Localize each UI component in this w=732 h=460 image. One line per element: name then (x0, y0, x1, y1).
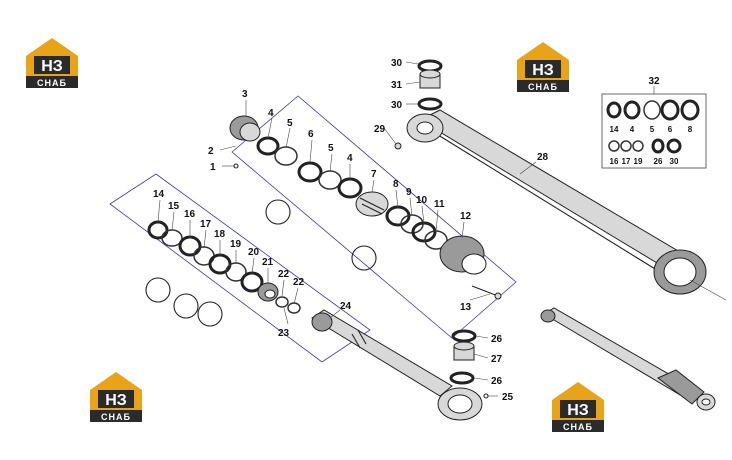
cylinder-barrel (406, 109, 727, 301)
callout-3: 3 (242, 89, 248, 100)
callout-15: 15 (168, 201, 180, 212)
callout-4b: 4 (347, 153, 353, 164)
set-screw-1 (233, 163, 239, 169)
callout-10: 10 (416, 195, 428, 206)
logo-tag: СНАБ (37, 78, 67, 88)
cylinder-head-12 (439, 235, 487, 275)
kit-label: 5 (650, 125, 655, 134)
callout-7: 7 (371, 169, 377, 180)
callout-2: 2 (208, 146, 214, 157)
leader-lines (157, 61, 537, 397)
logo-tag: СНАБ (528, 82, 558, 92)
kit-label: 30 (670, 157, 679, 166)
logo-letters: НЗ (105, 392, 127, 409)
callout-9: 9 (406, 187, 412, 198)
bushing-21 (257, 282, 279, 302)
ring-22b (287, 302, 301, 314)
brand-logo-bottom-right: НЗ СНАБ (552, 382, 604, 432)
callout-1: 1 (210, 162, 216, 173)
ring-5a (274, 146, 298, 166)
kit-label: 16 (610, 157, 619, 166)
callout-16: 16 (184, 209, 196, 220)
ring-14 (147, 220, 169, 240)
seal-30-bottom (417, 97, 443, 111)
callouts: 1 2 3 4 5 6 5 4 7 8 9 10 11 12 13 14 15 … (153, 58, 549, 403)
callout-24: 24 (340, 301, 352, 312)
ring-22a (275, 296, 289, 308)
detail-circle-e (197, 301, 223, 327)
callout-20: 20 (248, 247, 260, 258)
seal-26-bottom (449, 371, 475, 385)
bushing-27 (453, 341, 475, 361)
callout-22a: 22 (278, 269, 290, 280)
callout-13: 13 (460, 302, 472, 313)
logo-letters: НЗ (41, 58, 63, 75)
callout-23: 23 (278, 328, 290, 339)
detail-circle-d (173, 293, 199, 319)
grease-nipple-25 (483, 393, 489, 399)
callout-27: 27 (491, 354, 503, 365)
kit-title: 32 (648, 76, 660, 87)
logo-tag: СНАБ (563, 422, 593, 432)
callout-26a: 26 (491, 334, 503, 345)
callout-4a: 4 (268, 108, 274, 119)
callout-30b: 30 (391, 100, 403, 111)
callout-5b: 5 (328, 143, 334, 154)
piston-group-frame (231, 95, 517, 339)
ring-18 (208, 253, 232, 275)
detail-circle-a (265, 199, 291, 225)
detail-circle-b (351, 245, 377, 271)
bolt-13 (471, 285, 502, 300)
callout-30a: 30 (391, 58, 403, 69)
callout-5a: 5 (287, 118, 293, 129)
detail-circle-c (145, 277, 171, 303)
callout-14: 14 (153, 189, 165, 200)
callout-12: 12 (460, 211, 472, 222)
callout-22b: 22 (293, 277, 305, 288)
kit-label: 26 (654, 157, 663, 166)
callout-6a: 6 (308, 129, 314, 140)
kit-label: 14 (610, 125, 619, 134)
kit-label: 8 (688, 125, 693, 134)
callout-31: 31 (391, 80, 403, 91)
callout-26b: 26 (491, 376, 503, 387)
callout-8: 8 (393, 179, 399, 190)
callout-28: 28 (537, 152, 549, 163)
kit-label: 4 (630, 125, 635, 134)
ring-16 (178, 235, 202, 257)
brand-logo-top-right: НЗ СНАБ (517, 42, 569, 92)
seal-kit-32: 32 14 4 5 6 8 16 17 19 26 30 (601, 76, 707, 169)
kit-label: 6 (668, 125, 673, 134)
piston-rod-24 (311, 309, 483, 421)
callout-11: 11 (434, 199, 445, 210)
seal-26-top (451, 329, 477, 343)
logo-tag: СНАБ (101, 412, 131, 422)
ring-6a (297, 161, 323, 183)
callout-19: 19 (230, 239, 242, 250)
callout-18: 18 (214, 229, 226, 240)
callout-21: 21 (262, 257, 274, 268)
kit-label: 17 (622, 157, 631, 166)
ring-4b (337, 177, 363, 199)
ring-4a (256, 136, 280, 156)
kit-label: 19 (634, 157, 643, 166)
bushing-31 (419, 69, 441, 89)
grease-nipple-29 (394, 142, 402, 150)
brand-logo-bottom-left: НЗ СНАБ (90, 372, 142, 422)
rod-seal-group-frame (109, 173, 371, 363)
piston-7 (355, 191, 389, 217)
callout-29: 29 (374, 124, 386, 135)
logo-letters: НЗ (532, 62, 554, 79)
callout-25: 25 (502, 392, 514, 403)
piston-nut-3 (229, 115, 261, 142)
assembled-cylinder (540, 307, 716, 411)
callout-17: 17 (200, 219, 212, 230)
logo-letters: НЗ (567, 402, 589, 419)
brand-logo-top-left: НЗ СНАБ (26, 38, 78, 88)
